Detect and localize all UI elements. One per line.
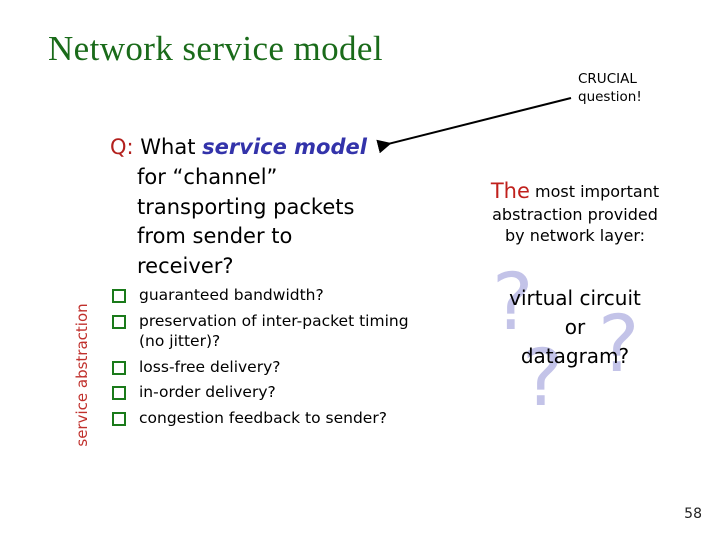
list-item: congestion feedback to sender? [110, 408, 430, 429]
answer-line-1: virtual circuit [509, 286, 641, 310]
question-line-2: for “channel” [137, 164, 278, 189]
abstraction-panel: The most important abstraction provided … [450, 178, 700, 247]
checkbox-square-icon [112, 412, 126, 427]
question-lead: What [140, 135, 196, 159]
caption-line-2: abstraction provided [492, 205, 658, 225]
answer-line-3: datagram? [520, 344, 630, 368]
checkbox-square-icon [112, 289, 126, 303]
crucial-line-1: CRUCIAL [578, 71, 637, 87]
decorative-question-mark-icon: ? [492, 258, 534, 348]
service-abstraction-label: service abstraction [73, 303, 91, 447]
list-item-label: loss-free delivery? [139, 357, 281, 376]
question-line-4: from sender to [137, 224, 293, 249]
question-line-5: receiver? [137, 254, 234, 279]
abstraction-caption: The most important abstraction provided … [450, 178, 700, 247]
list-item: preservation of inter-packet timing (no … [110, 311, 430, 352]
list-item-label: in-order delivery? [139, 383, 276, 402]
crucial-line-2: question! [578, 89, 642, 106]
checkbox-square-icon [112, 314, 126, 329]
checkbox-square-icon [112, 386, 126, 401]
list-item-label: preservation of inter-packet timing (no … [139, 311, 409, 351]
list-item-label: congestion feedback to sender? [139, 409, 387, 428]
service-requirements-list: guaranteed bandwidth? preservation of in… [110, 285, 430, 434]
page-number: 58 [684, 506, 702, 522]
list-item: loss-free delivery? [110, 357, 430, 378]
list-item: guaranteed bandwidth? [110, 285, 430, 306]
answer-block: ? ? ? virtual circuit or datagram? [450, 258, 700, 418]
question-line-3: transporting packets [137, 194, 355, 219]
list-item-label: guaranteed bandwidth? [139, 286, 324, 304]
answer-text: virtual circuit or datagram? [450, 284, 700, 371]
crucial-question-callout: CRUCIAL question! [578, 70, 642, 106]
question-emphasis: service model [202, 135, 367, 159]
decorative-question-mark-icon: ? [598, 300, 640, 390]
decorative-question-mark-icon: ? [522, 334, 564, 424]
caption-emphasis: The [490, 179, 530, 203]
checkbox-square-icon [112, 360, 126, 375]
question-line-1: Q: What service model [110, 133, 400, 163]
page-title: Network service model [48, 29, 383, 68]
question-label: Q: [110, 135, 134, 159]
caption-rest: most important [529, 182, 660, 201]
question-block: Q: What service model for “channel” tran… [110, 133, 400, 282]
answer-line-2: or [564, 315, 586, 339]
list-item: in-order delivery? [110, 382, 430, 403]
caption-line-3: by network layer: [504, 226, 646, 246]
caption-line-1: The most important [450, 178, 700, 205]
